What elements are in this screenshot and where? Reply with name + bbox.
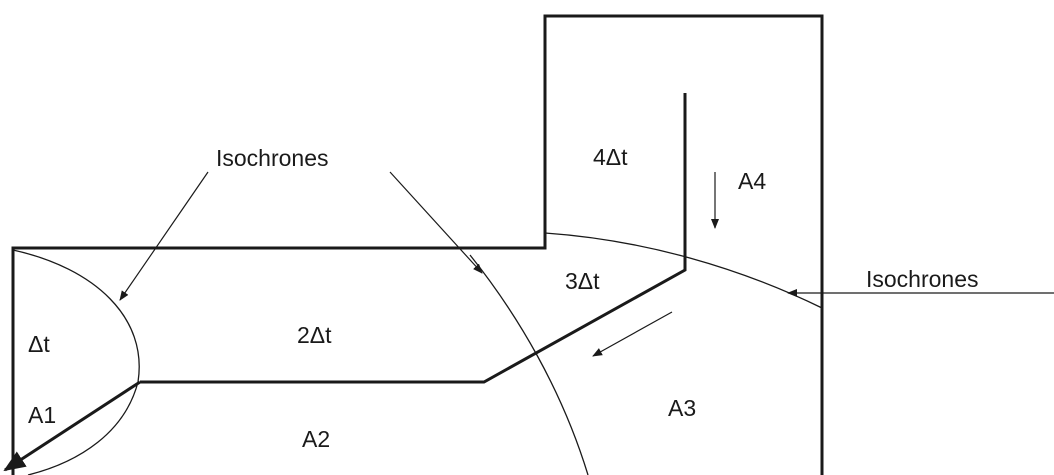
time-label-2: 2Δt: [297, 322, 332, 348]
time-label-4: 4Δt: [593, 144, 628, 170]
watershed-boundary: [11, 14, 824, 475]
main-channel: [140, 93, 687, 384]
flow-arrow-diagonal: [592, 311, 673, 357]
area-label-a1: A1: [28, 402, 56, 428]
area-label-a3: A3: [668, 395, 696, 421]
outlet-channel: [3, 380, 141, 472]
isochrones-callout-top: Isochrones: [216, 145, 329, 171]
area-label-a2: A2: [302, 426, 330, 452]
time-label-1: Δt: [28, 331, 50, 357]
isochrones-callout-right: Isochrones: [866, 266, 979, 292]
time-label-3: 3Δt: [565, 268, 600, 294]
pointer-isochrone-1: [119, 171, 209, 301]
area-label-a4: A4: [738, 168, 766, 194]
isochrone-2: [469, 254, 589, 475]
pointer-isochrone-2: [389, 171, 483, 274]
isochrone-1: [12, 249, 140, 475]
